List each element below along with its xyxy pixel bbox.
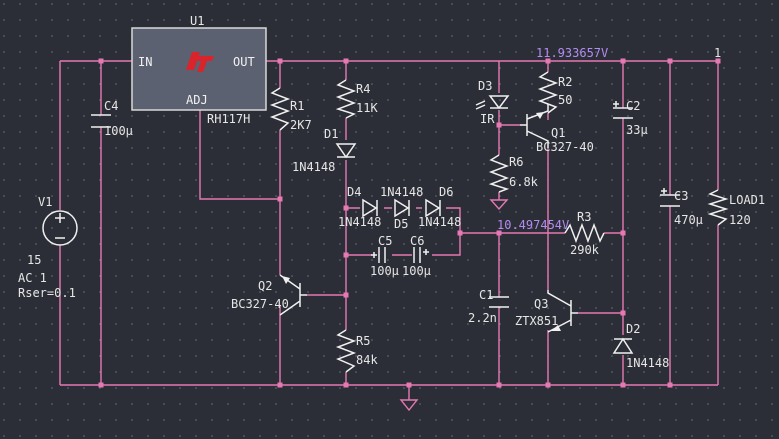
- diode-d5[interactable]: [394, 198, 410, 218]
- u1-part: RH117H: [207, 112, 250, 126]
- capacitor-c3[interactable]: [660, 188, 680, 207]
- d6-ref: D6: [439, 185, 453, 199]
- d2-ref: D2: [626, 322, 640, 336]
- lt-logo-icon: [186, 52, 214, 72]
- capacitor-c6[interactable]: [413, 247, 429, 263]
- capacitor-c4[interactable]: [91, 114, 111, 128]
- u1-pin-adj: ADJ: [186, 93, 208, 107]
- c1-ref: C1: [479, 288, 493, 302]
- d6-value: 1N4148: [418, 215, 461, 229]
- net-label-out-voltage[interactable]: 11.933657V: [536, 46, 608, 60]
- transistor-q2[interactable]: [279, 274, 307, 316]
- q2-ref: Q2: [258, 279, 272, 293]
- junctions: [98, 58, 721, 388]
- diode-d1[interactable]: [335, 143, 357, 159]
- v1-value: 15: [27, 253, 41, 267]
- v1-ref: V1: [38, 195, 52, 209]
- r6-value: 6.8k: [509, 175, 539, 189]
- ground-symbol: [399, 399, 419, 412]
- transistor-q3[interactable]: [547, 290, 578, 333]
- led-d3[interactable]: [475, 95, 510, 110]
- r3-ref: R3: [577, 210, 591, 224]
- d2-value: 1N4148: [626, 356, 669, 370]
- r2-ref: R2: [558, 75, 572, 89]
- c5-ref: C5: [378, 234, 392, 248]
- r1-value: 2K7: [290, 118, 312, 132]
- u1-pin-out: OUT: [233, 55, 255, 69]
- d1-value: 1N4148: [292, 160, 335, 174]
- v1-ac: AC 1: [18, 271, 47, 285]
- q2-value: BC327-40: [231, 297, 289, 311]
- ground-symbol-r6: [489, 199, 509, 211]
- diode-d2[interactable]: [612, 337, 634, 354]
- capacitor-c5[interactable]: [371, 247, 386, 263]
- diode-d4[interactable]: [362, 198, 378, 218]
- c2-value: 33µ: [626, 123, 648, 137]
- r2-value: 50: [558, 93, 572, 107]
- resistor-r1[interactable]: [269, 87, 291, 131]
- d1-ref: D1: [324, 127, 338, 141]
- q3-value: ZTX851: [515, 314, 558, 328]
- c6-value: 100µ: [402, 264, 431, 278]
- r3-value: 290k: [570, 243, 600, 257]
- u1-pin-in: IN: [138, 55, 152, 69]
- q3-ref: Q3: [534, 297, 548, 311]
- c3-value: 470µ: [674, 213, 703, 227]
- c2-ref: C2: [626, 99, 640, 113]
- r6-ref: R6: [509, 155, 523, 169]
- load1-value: 120: [729, 213, 751, 227]
- capacitor-c1[interactable]: [489, 296, 509, 308]
- d5-value: 1N4148: [380, 185, 423, 199]
- load1-ref: LOAD1: [729, 193, 765, 207]
- diode-d6[interactable]: [425, 198, 441, 218]
- u1-ref: U1: [190, 14, 204, 28]
- r5-ref: R5: [356, 334, 370, 348]
- d4-ref: D4: [347, 185, 361, 199]
- net-label-mid-voltage[interactable]: 10.497454V: [497, 218, 569, 232]
- c3-ref: C3: [674, 189, 688, 203]
- resistor-r6[interactable]: [488, 154, 510, 193]
- resistor-r4[interactable]: [335, 79, 357, 119]
- r5-value: 84k: [356, 353, 378, 367]
- c1-value: 2.2n: [468, 311, 497, 325]
- r4-value: 11K: [356, 101, 378, 115]
- net-label-1: 1: [714, 46, 721, 60]
- resistor-load1[interactable]: [707, 189, 729, 226]
- wires: [59, 60, 719, 400]
- d3-value: IR: [480, 112, 495, 126]
- q1-ref: Q1: [551, 126, 565, 140]
- q1-value: BC327-40: [536, 140, 594, 154]
- v1-rser: Rser=0.1: [18, 286, 76, 300]
- d5-ref: D5: [394, 217, 408, 231]
- d4-value: 1N4148: [338, 215, 381, 229]
- resistor-r3[interactable]: [564, 222, 605, 244]
- capacitor-c2[interactable]: [613, 101, 633, 119]
- r1-ref: R1: [290, 99, 304, 113]
- voltage-source-v1[interactable]: [42, 210, 78, 246]
- resistor-r2[interactable]: [537, 71, 559, 114]
- resistor-r5[interactable]: [335, 329, 357, 373]
- c4-ref: C4: [104, 99, 118, 113]
- transistor-q1[interactable]: [520, 104, 549, 148]
- c4-value: 100µ: [104, 124, 133, 138]
- c5-value: 100µ: [370, 264, 399, 278]
- c6-ref: C6: [410, 234, 424, 248]
- d3-ref: D3: [478, 79, 492, 93]
- r4-ref: R4: [356, 82, 370, 96]
- regulator-u1[interactable]: IN OUT ADJ: [131, 27, 267, 111]
